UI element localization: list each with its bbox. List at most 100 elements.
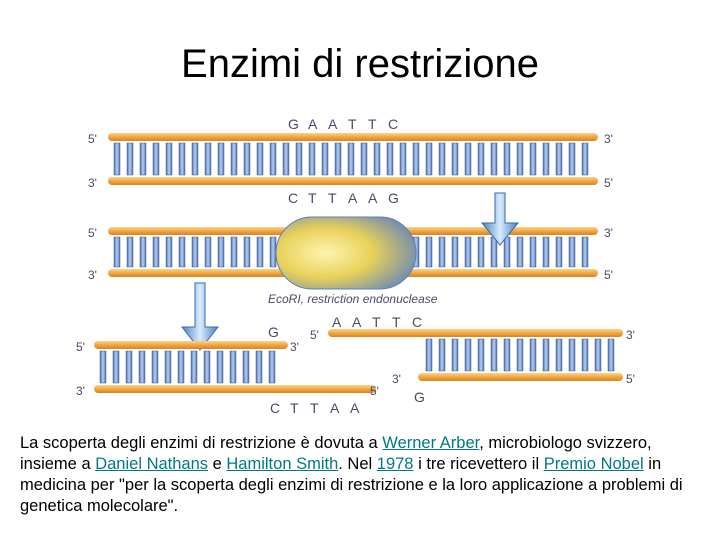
base-rung <box>542 236 550 268</box>
base-rung <box>255 350 263 384</box>
slide-title: Enzimi di restrizione <box>181 42 539 86</box>
link-hamilton-smith[interactable]: Hamilton Smith <box>226 455 339 473</box>
base-rung <box>503 142 511 176</box>
base-rung <box>542 142 550 176</box>
base-rung <box>99 350 107 384</box>
base-rung <box>256 142 264 176</box>
base-rung <box>165 142 173 176</box>
enzyme-label: EcoRI, restriction endonuclease <box>268 292 438 306</box>
base-rung <box>191 236 199 268</box>
base-pairs <box>425 338 615 372</box>
base-rung <box>112 350 120 384</box>
seq-letter: T <box>310 400 319 416</box>
link-werner-arber[interactable]: Werner Arber <box>382 434 480 452</box>
ecori-enzyme <box>275 216 417 290</box>
seq-letter: T <box>368 116 377 132</box>
base-rung <box>217 236 225 268</box>
base-rung <box>425 142 433 176</box>
seq-letter: T <box>290 400 299 416</box>
base-rung <box>152 142 160 176</box>
caption-text: i tre ricevettero il <box>413 455 544 473</box>
base-rung <box>191 142 199 176</box>
caption-text: , microbiologo svizzero, insieme a <box>20 434 652 473</box>
base-rung <box>594 338 602 372</box>
base-rung <box>516 338 524 372</box>
label-3prime: 3' <box>76 384 85 398</box>
base-rung <box>529 236 537 268</box>
base-rung <box>529 338 537 372</box>
label-5prime: 5' <box>76 340 85 354</box>
base-pairs <box>99 350 276 384</box>
base-rung <box>164 350 172 384</box>
cut-arrow-icon <box>480 192 520 246</box>
base-rung <box>347 142 355 176</box>
label-5prime: 5' <box>88 226 97 240</box>
seq-letter: A <box>348 190 358 206</box>
seq-letter: A <box>352 314 362 330</box>
link-daniel-nathans[interactable]: Daniel Nathans <box>95 455 209 473</box>
seq-letter: C <box>412 314 422 330</box>
base-rung <box>568 236 576 268</box>
base-rung <box>139 142 147 176</box>
base-rung <box>204 142 212 176</box>
cut-arrow-icon <box>180 282 220 351</box>
base-rung <box>373 142 381 176</box>
base-rung <box>477 236 485 268</box>
label-3prime: 3' <box>290 340 299 354</box>
base-rung <box>269 236 277 268</box>
base-rung <box>477 338 485 372</box>
base-rung <box>412 142 420 176</box>
base-rung <box>151 350 159 384</box>
base-rung <box>113 142 121 176</box>
base-rung <box>438 142 446 176</box>
seq-letter: G <box>288 116 299 132</box>
label-3prime: 3' <box>88 268 97 282</box>
base-rung <box>139 236 147 268</box>
top-sequence-letters: G A A T T C <box>288 116 398 132</box>
base-rung <box>516 236 524 268</box>
label-5prime: 5' <box>604 268 613 282</box>
link-1978[interactable]: 1978 <box>376 455 414 473</box>
base-rung <box>230 236 238 268</box>
base-rung <box>204 236 212 268</box>
base-rung <box>113 236 121 268</box>
base-rung <box>503 236 511 268</box>
base-rung <box>203 350 211 384</box>
seq-letter: A <box>332 314 342 330</box>
seq-letter: A <box>308 116 318 132</box>
base-rung <box>178 236 186 268</box>
base-rung <box>529 142 537 176</box>
seq-letter: T <box>392 314 401 330</box>
seq-letter: A <box>330 400 340 416</box>
label-5prime: 5' <box>604 176 613 190</box>
base-rung <box>360 142 368 176</box>
base-rung <box>581 236 589 268</box>
sticky-end-letter: G <box>414 389 425 405</box>
base-rung <box>386 142 394 176</box>
caption-text: e <box>208 455 227 473</box>
link-premio-nobel[interactable]: Premio Nobel <box>543 455 644 473</box>
base-rung <box>490 142 498 176</box>
base-rung <box>152 236 160 268</box>
bottom-sequence-letters: C T T A A G <box>288 190 399 206</box>
base-rung <box>178 142 186 176</box>
base-rung <box>477 142 485 176</box>
label-3prime: 3' <box>626 328 635 342</box>
caption-text: La scoperta degli enzimi di restrizione … <box>20 434 383 452</box>
base-rung <box>334 142 342 176</box>
base-rung <box>425 338 433 372</box>
seq-letter: T <box>308 190 317 206</box>
base-rung <box>295 142 303 176</box>
base-rung <box>464 142 472 176</box>
base-rung <box>138 350 146 384</box>
base-rung <box>451 236 459 268</box>
label-5prime: 5' <box>88 132 97 146</box>
seq-letter: A <box>368 190 378 206</box>
base-rung <box>399 142 407 176</box>
base-rung <box>126 236 134 268</box>
seq-letter: C <box>388 116 398 132</box>
base-rung <box>125 350 133 384</box>
base-rung <box>308 142 316 176</box>
label-3prime: 3' <box>392 372 401 386</box>
caption-text: in medicina per "per la scoperta degli e… <box>20 455 683 515</box>
